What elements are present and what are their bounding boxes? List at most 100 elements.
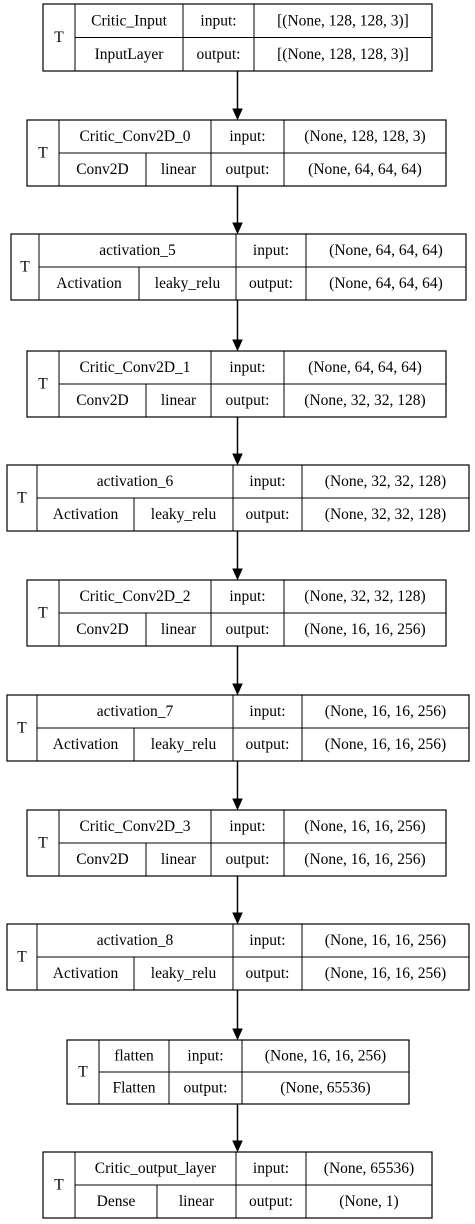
output-label: output: <box>249 1193 293 1210</box>
layer-activation: leaky_relu <box>151 965 217 982</box>
input-label: input: <box>253 242 289 259</box>
layer-type: Conv2D <box>76 851 129 868</box>
layer-node: TCritic_InputInputLayerinput:output:[(No… <box>42 3 433 72</box>
output-shape: (None, 32, 32, 128) <box>304 392 425 409</box>
output-label: output: <box>197 46 241 63</box>
layer-type: Flatten <box>112 1080 155 1097</box>
arrowhead-icon <box>232 339 243 352</box>
edge-arrow <box>232 300 243 352</box>
input-shape: (None, 128, 128, 3) <box>304 128 425 145</box>
layer-activation: linear <box>161 161 197 178</box>
input-label: input: <box>253 1160 289 1177</box>
arrowhead-icon <box>232 108 243 121</box>
input-label: input: <box>249 473 285 490</box>
input-label: input: <box>229 588 265 605</box>
input-shape: (None, 64, 64, 64) <box>329 242 443 259</box>
edge-arrow <box>232 186 243 235</box>
layer-name: Critic_Conv2D_2 <box>79 588 190 605</box>
input-label: input: <box>200 12 236 29</box>
layer-trainable-badge: T <box>78 1064 88 1081</box>
output-shape: (None, 65536) <box>280 1080 370 1097</box>
arrowhead-icon <box>232 222 243 235</box>
layer-activation: leaky_relu <box>151 506 217 523</box>
layer-activation: linear <box>179 1193 215 1210</box>
layer-type: Activation <box>53 736 119 753</box>
input-shape: [(None, 128, 128, 3)] <box>277 12 409 29</box>
output-label: output: <box>246 506 290 523</box>
output-label: output: <box>246 736 290 753</box>
edge-arrow <box>232 646 243 696</box>
layer-name: Critic_output_layer <box>95 1160 217 1177</box>
layer-name: Critic_Conv2D_1 <box>79 359 190 376</box>
layer-name: flatten <box>114 1048 154 1065</box>
output-label: output: <box>226 851 270 868</box>
layer-trainable-badge: T <box>38 605 48 622</box>
input-shape: (None, 16, 16, 256) <box>325 703 446 720</box>
layer-trainable-badge: T <box>54 1177 64 1194</box>
layer-name: activation_7 <box>97 703 174 720</box>
output-shape: (None, 64, 64, 64) <box>308 161 422 178</box>
output-shape: [(None, 128, 128, 3)] <box>277 46 409 63</box>
output-label: output: <box>226 392 270 409</box>
input-shape: (None, 16, 16, 256) <box>325 932 446 949</box>
edge-arrow <box>232 990 243 1041</box>
edge-arrow <box>232 1104 243 1153</box>
layer-name: activation_6 <box>97 473 174 490</box>
input-label: input: <box>229 818 265 835</box>
input-label: input: <box>229 128 265 145</box>
arrowhead-icon <box>232 912 243 925</box>
input-shape: (None, 65536) <box>324 1160 414 1177</box>
layer-trainable-badge: T <box>54 29 64 46</box>
arrowhead-icon <box>232 1140 243 1153</box>
input-label: input: <box>249 703 285 720</box>
layer-type: Activation <box>53 506 119 523</box>
layer-name: activation_5 <box>99 242 176 259</box>
input-shape: (None, 32, 32, 128) <box>304 588 425 605</box>
output-shape: (None, 1) <box>339 1193 398 1210</box>
edge-arrow <box>232 876 243 925</box>
arrowhead-icon <box>232 798 243 811</box>
edge-arrow <box>232 417 243 466</box>
output-label: output: <box>249 275 293 292</box>
layer-type: Conv2D <box>76 621 129 638</box>
layer-name: Critic_Conv2D_0 <box>79 128 190 145</box>
layer-trainable-badge: T <box>17 490 27 507</box>
input-shape: (None, 16, 16, 256) <box>304 818 425 835</box>
layer-trainable-badge: T <box>38 376 48 393</box>
layer-trainable-badge: T <box>17 949 27 966</box>
layer-activation: leaky_relu <box>151 736 217 753</box>
input-shape: (None, 64, 64, 64) <box>308 359 422 376</box>
output-shape: (None, 16, 16, 256) <box>325 965 446 982</box>
output-shape: (None, 16, 16, 256) <box>304 621 425 638</box>
arrowhead-icon <box>232 453 243 466</box>
input-label: input: <box>187 1048 223 1065</box>
edge-arrow <box>232 761 243 811</box>
layer-type: Conv2D <box>76 161 129 178</box>
layer-name: Critic_Conv2D_3 <box>79 818 190 835</box>
output-label: output: <box>184 1080 228 1097</box>
output-shape: (None, 32, 32, 128) <box>325 506 446 523</box>
layer-type: Dense <box>97 1193 136 1210</box>
output-label: output: <box>226 161 270 178</box>
edge-arrow <box>232 531 243 581</box>
layer-trainable-badge: T <box>38 835 48 852</box>
arrowhead-icon <box>232 683 243 696</box>
input-shape: (None, 16, 16, 256) <box>265 1048 386 1065</box>
output-shape: (None, 64, 64, 64) <box>329 275 443 292</box>
layer-activation: linear <box>161 851 197 868</box>
arrowhead-icon <box>232 568 243 581</box>
layer-type: Activation <box>56 275 122 292</box>
output-shape: (None, 16, 16, 256) <box>325 736 446 753</box>
layer-trainable-badge: T <box>17 720 27 737</box>
